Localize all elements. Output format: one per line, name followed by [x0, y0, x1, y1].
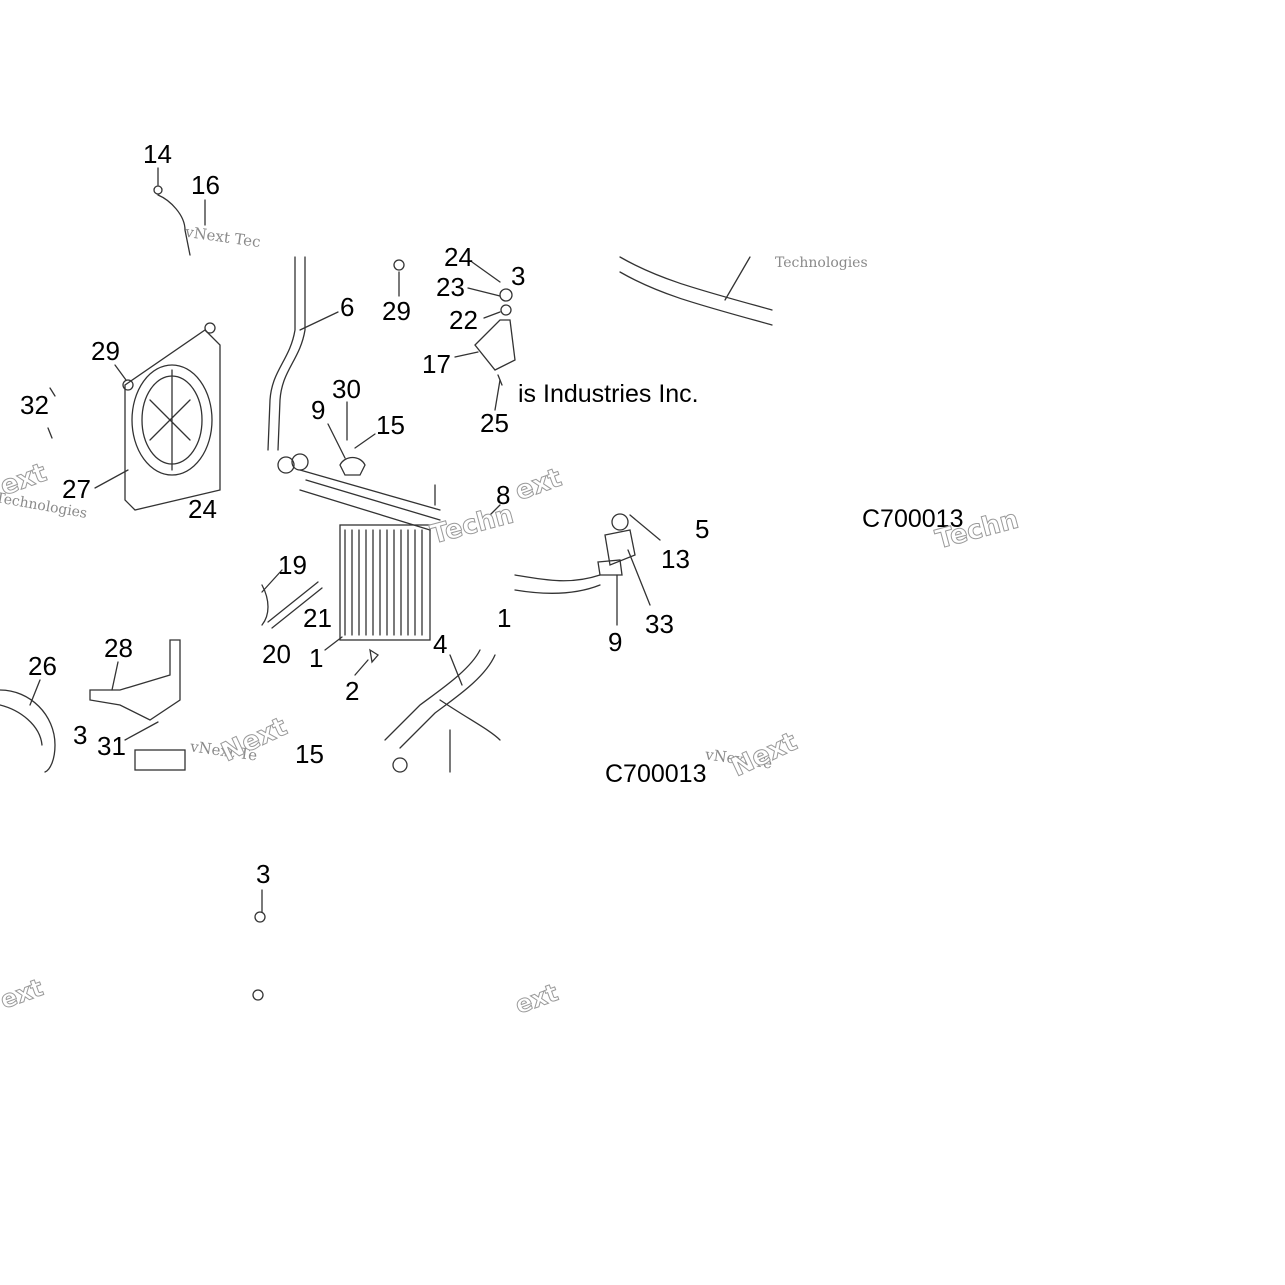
clamp-15b-part	[392, 757, 408, 773]
callout-24-left: 24	[188, 494, 217, 524]
drain-2-part	[369, 648, 379, 664]
rod-21-part	[267, 581, 319, 623]
bracket-28-part	[89, 639, 181, 721]
bracket-9-part	[339, 456, 366, 476]
callout-29-top: 29	[382, 296, 411, 326]
seal-22-part	[500, 304, 512, 316]
leader-17	[454, 351, 479, 358]
callout-21: 21	[303, 603, 332, 633]
cap-23-part	[499, 288, 513, 302]
callout-3-top: 3	[511, 261, 526, 291]
callout-17: 17	[422, 349, 451, 379]
leader-4	[449, 654, 463, 686]
diagram-code-lower: C700013	[605, 760, 707, 788]
leader-24	[471, 261, 501, 283]
callout-4: 4	[433, 629, 448, 659]
leader-23	[467, 287, 501, 297]
leader-13	[629, 514, 661, 541]
leader-15a	[354, 433, 376, 449]
callout-3-left: 3	[73, 720, 88, 750]
clamp-part	[291, 453, 309, 471]
heat-exchanger-part	[134, 749, 186, 771]
leader-27	[94, 469, 129, 489]
callout-33: 33	[645, 609, 674, 639]
nut-part	[204, 322, 216, 334]
hose-6-part	[267, 256, 296, 451]
leader-29a	[114, 364, 127, 381]
upper-hose-part	[157, 194, 191, 256]
callout-25: 25	[480, 408, 509, 438]
callout-14: 14	[143, 139, 172, 169]
leader-31	[124, 721, 159, 741]
callout-6: 6	[340, 292, 355, 322]
leader-2	[354, 659, 369, 676]
callout-30: 30	[332, 374, 361, 404]
callout-1-right: 1	[497, 603, 512, 633]
fan-shroud-ring	[131, 364, 213, 476]
callout-28: 28	[104, 633, 133, 663]
bracket-9b-part	[597, 559, 623, 576]
thermostat-33-part	[604, 529, 636, 566]
leader-22	[483, 311, 501, 319]
callout-15-upper: 15	[376, 410, 405, 440]
grommet-29b-part	[393, 259, 405, 271]
fitting-part	[252, 989, 264, 1001]
leader-26	[29, 679, 41, 706]
diagram-code-upper: C700013	[862, 505, 964, 533]
callout-3-bottom: 3	[256, 859, 271, 889]
callout-23: 23	[436, 272, 465, 302]
leader-8	[489, 504, 501, 516]
clamp-13-part	[611, 513, 629, 531]
leader-6	[299, 311, 339, 331]
callout-9-lower: 9	[608, 627, 623, 657]
callout-27: 27	[62, 474, 91, 504]
callout-16: 16	[191, 170, 220, 200]
callout-32: 32	[20, 390, 49, 420]
callout-13: 13	[661, 544, 690, 574]
lower-hose-4-part	[384, 649, 481, 741]
reservoir-bracket-17	[474, 319, 516, 371]
company-caption: is Industries Inc.	[518, 380, 699, 408]
fitting-3c-part	[254, 911, 266, 923]
callout-9-upper: 9	[311, 395, 326, 425]
leader-9a	[327, 423, 346, 459]
leader-25	[494, 379, 501, 411]
callout-24-top: 24	[444, 242, 473, 272]
callout-5: 5	[695, 514, 710, 544]
callout-31: 31	[97, 731, 126, 761]
lower-right-hose	[514, 574, 601, 594]
grommet-29-part	[122, 379, 134, 391]
shroud-19-part	[261, 584, 269, 626]
leader-28	[111, 661, 119, 691]
callout-2: 2	[345, 676, 360, 706]
fan-26-part	[0, 689, 56, 773]
callout-26: 26	[28, 651, 57, 681]
callout-15-lower: 15	[295, 739, 324, 769]
callout-20: 20	[262, 639, 291, 669]
diagram-tile-upper-left	[0, 0, 257, 257]
leader-19	[261, 569, 283, 593]
callout-19: 19	[278, 550, 307, 580]
leader-33	[627, 549, 651, 606]
clamp-part-14	[153, 185, 163, 195]
callout-1-left: 1	[309, 643, 324, 673]
leader-1a	[324, 636, 343, 651]
bolts-32-part	[47, 387, 56, 439]
watermark-text: Technologies	[775, 255, 868, 271]
callout-29-left: 29	[91, 336, 120, 366]
upper-right-hose	[619, 256, 773, 311]
callout-8: 8	[496, 480, 511, 510]
callout-22: 22	[449, 305, 478, 335]
radiator-core-part	[339, 524, 431, 641]
radiator-pipes-part	[299, 469, 441, 531]
